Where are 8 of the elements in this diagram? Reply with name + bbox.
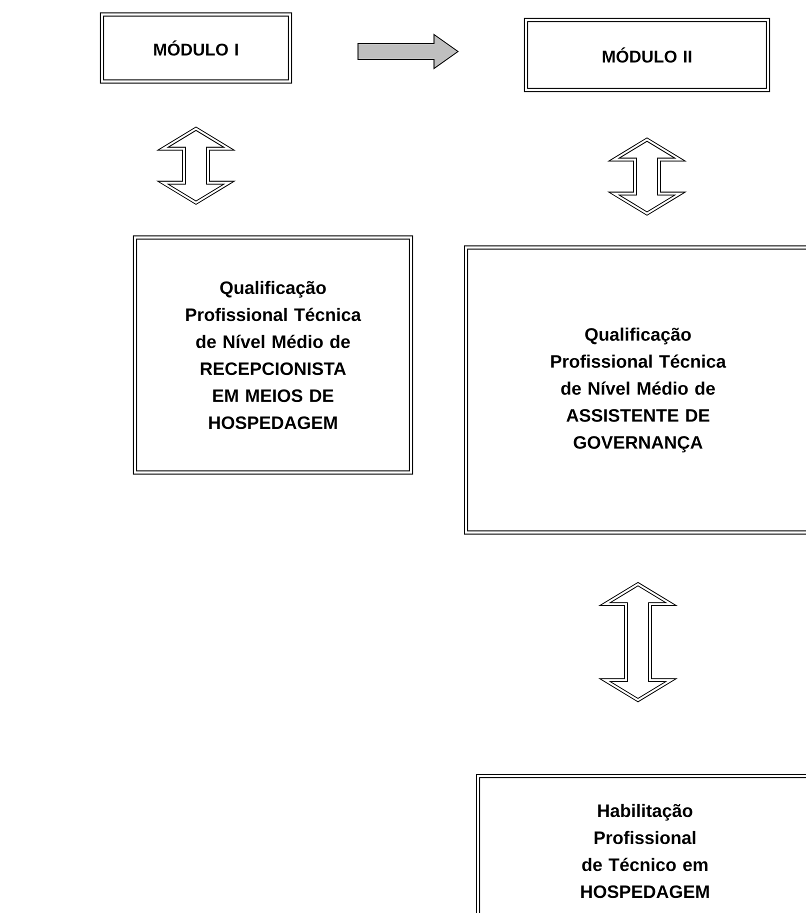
double-arrow [607,137,687,216]
qualification-box: Qualificação Profissional Técnica de Nível Médio de RECEPCIONISTA EM MEIOS DE HOSPEDAGEM [132,235,414,475]
double-arrow [156,126,236,205]
qualification-box: Habilitação Profissional de Técnico em HOSPEDAGEM [476,774,806,913]
double-arrow [598,582,678,702]
module-box: MÓDULO I [100,12,292,84]
qualification-box: Qualificação Profissional Técnica de Nível Médio de ASSISTENTE DE GOVERNANÇA [464,245,806,535]
module-box: MÓDULO II [524,18,770,92]
